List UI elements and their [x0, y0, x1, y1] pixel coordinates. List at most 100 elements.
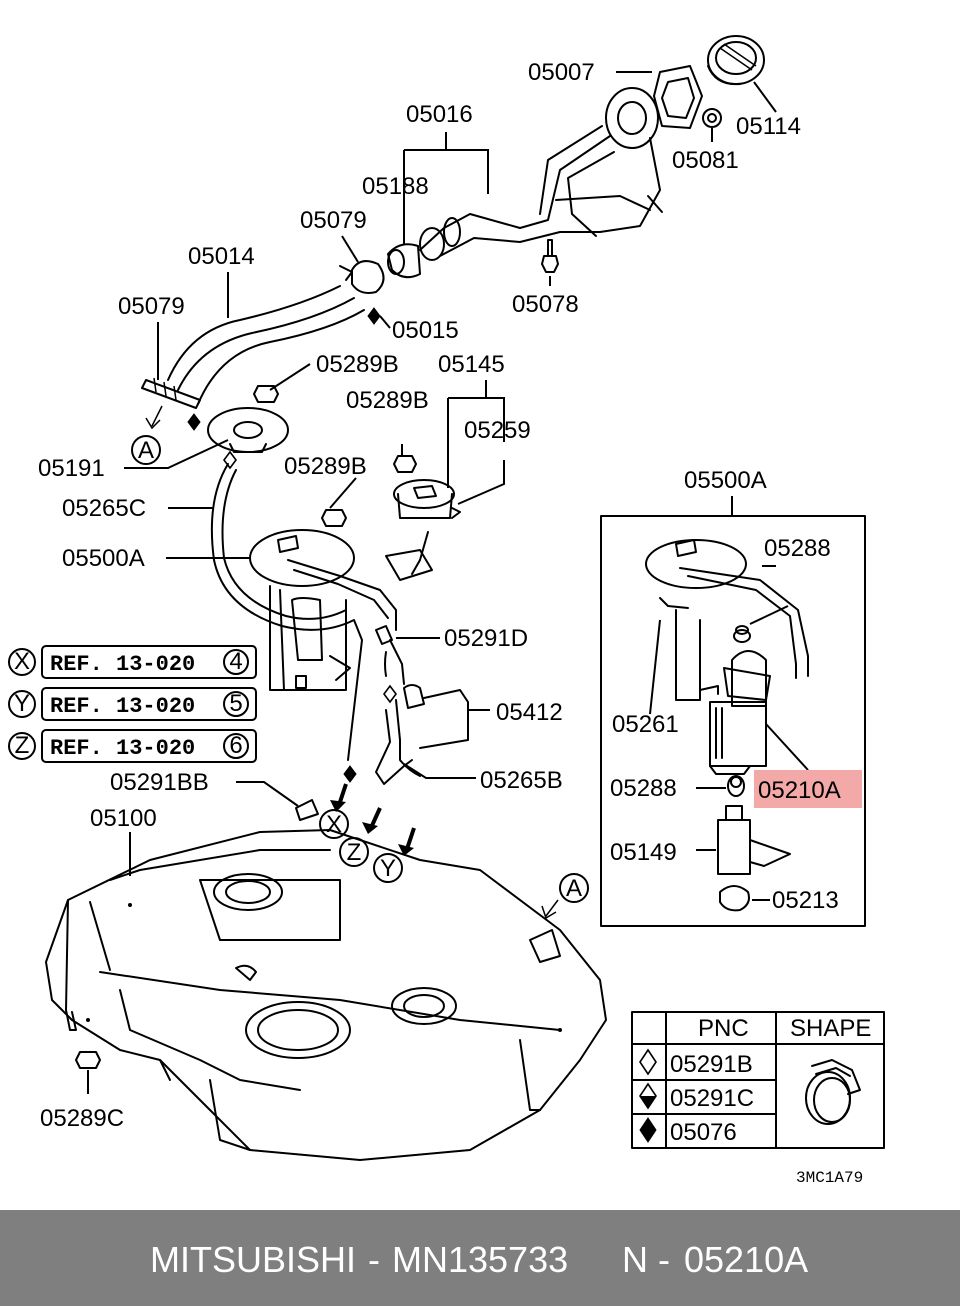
diamond-marker-05076-b	[367, 307, 381, 325]
label-05259: 05259	[464, 417, 531, 444]
label-05100: 05100	[90, 805, 157, 832]
label-05191: 05191	[38, 455, 105, 482]
reference-y[interactable]: Y REF. 13-020 5	[8, 687, 257, 721]
label-05078: 05078	[512, 291, 579, 318]
inset-filter-05149	[717, 805, 791, 875]
bolt-05078	[541, 239, 559, 273]
hose-05265c	[210, 463, 363, 761]
marker-a-upper: A	[138, 437, 154, 464]
marker-x: X	[326, 811, 342, 838]
label-05007: 05007	[528, 59, 595, 86]
label-05188: 05188	[362, 173, 429, 200]
inset-label-05288-lower: 05288	[610, 775, 677, 802]
filler-cap-05114	[707, 35, 765, 86]
label-05015: 05015	[392, 317, 459, 344]
inset-pump-module: 05500A	[600, 467, 866, 927]
reference-z-text: REF. 13-020	[50, 736, 195, 761]
inset-label-05213: 05213	[772, 887, 839, 914]
label-05265b: 05265B	[480, 767, 563, 794]
label-05412: 05412	[496, 699, 563, 726]
label-05289b-2: 05289B	[346, 387, 429, 414]
footer-bar: MITSUBISHI - MN135733 N - 05210A	[0, 1210, 960, 1306]
cover-05191	[207, 407, 289, 453]
reference-x[interactable]: X REF. 13-020 4	[8, 645, 257, 679]
label-05145: 05145	[438, 351, 505, 378]
inset-title: 05500A	[684, 467, 767, 494]
table-pnc-05291b: 05291B	[670, 1051, 753, 1078]
hose-clamp-shape-icon	[805, 1059, 861, 1125]
leader-lines	[87, 71, 777, 1094]
reference-z-letter: Z	[15, 732, 30, 759]
label-05079-upper: 05079	[300, 207, 367, 234]
footer-pnc: 05210A	[684, 1239, 809, 1280]
table-header-shape: SHAPE	[790, 1015, 871, 1042]
label-05114: 05114	[736, 113, 801, 140]
label-05289b-1: 05289B	[316, 351, 399, 378]
float-05259	[385, 549, 433, 581]
table-header-pnc: PNC	[698, 1015, 749, 1042]
nut-05289b-1	[253, 385, 279, 403]
filler-neck-05016	[419, 87, 663, 261]
nut-05289b-2	[393, 455, 417, 473]
reference-y-text: REF. 13-020	[50, 694, 195, 719]
label-05079-lower: 05079	[118, 293, 185, 320]
footer-n-label: N	[622, 1239, 648, 1280]
inset-label-05288-upper: 05288	[764, 535, 831, 562]
hose-05291d	[375, 625, 405, 685]
diamond-marker-05076-a	[187, 413, 201, 431]
inset-retainer-05213	[719, 885, 750, 912]
inset-label-05261: 05261	[612, 711, 679, 738]
reference-z-num: 6	[229, 732, 242, 759]
breather-hose-05014	[167, 285, 365, 405]
marker-z: Z	[347, 839, 362, 866]
nut-05289b-3	[321, 509, 347, 527]
footer-part-number: MN135733	[392, 1239, 569, 1280]
part-labels: 05007 05114 05081 05016 05188 05079 0507…	[38, 59, 801, 1132]
marker-a-tank: A	[566, 875, 582, 902]
clamp-05079-upper	[339, 260, 385, 294]
flow-arrows	[145, 405, 559, 920]
highlight-05210a	[754, 770, 862, 808]
reference-y-letter: Y	[14, 690, 30, 717]
gasket-05007	[653, 65, 703, 129]
label-05500a: 05500A	[62, 545, 145, 572]
inset-pump-flange	[645, 539, 809, 701]
label-05014: 05014	[188, 243, 255, 270]
label-05289b-3: 05289B	[284, 453, 367, 480]
reference-x-letter: X	[14, 648, 30, 675]
fitting-05412	[403, 684, 469, 749]
sender-unit-05145	[393, 479, 461, 575]
clamp-05079-lower	[141, 377, 201, 409]
label-05081: 05081	[672, 147, 739, 174]
label-05265c: 05265C	[62, 495, 146, 522]
reference-z[interactable]: Z REF. 13-020 6	[8, 729, 257, 763]
label-05291d: 05291D	[444, 625, 528, 652]
reference-list: X REF. 13-020 4 Y REF. 13-020 5 Z REF. 1…	[8, 645, 257, 763]
shape-table: PNC SHAPE 05291B 05291C 05076	[631, 1011, 885, 1149]
diamond-filled-icon	[639, 1117, 657, 1143]
inset-seal-05288-lower	[727, 775, 745, 797]
label-05289c: 05289C	[40, 1105, 124, 1132]
nut-05289c	[75, 1051, 101, 1069]
reference-y-num: 5	[229, 690, 242, 717]
label-05016: 05016	[406, 101, 473, 128]
reference-x-num: 4	[229, 648, 242, 675]
pump-module-05500a	[249, 529, 397, 691]
hose-05265b	[375, 699, 421, 785]
footer-brand: MITSUBISHI	[150, 1239, 357, 1280]
diamond-marker-05291c	[223, 450, 237, 470]
label-05291bb: 05291BB	[110, 769, 209, 796]
reference-x-text: REF. 13-020	[50, 652, 195, 677]
marker-y: Y	[380, 855, 396, 882]
inset-label-05210a: 05210A	[758, 777, 841, 804]
table-pnc-05076: 05076	[670, 1119, 737, 1146]
diamond-marker-05291b	[383, 684, 397, 704]
circle-markers: A A X Z Y	[131, 435, 589, 903]
inset-seal-05288-upper	[733, 625, 751, 643]
clip-05081	[702, 108, 722, 128]
inset-fuel-pump-05210a	[709, 650, 771, 775]
footer-sep-2: -	[658, 1239, 670, 1280]
parts-diagram: 05007 05114 05081 05016 05188 05079 0507…	[8, 35, 885, 1187]
figure-code: 3MC1A79	[796, 1169, 863, 1187]
diamond-marker-05291c-b	[343, 765, 357, 783]
